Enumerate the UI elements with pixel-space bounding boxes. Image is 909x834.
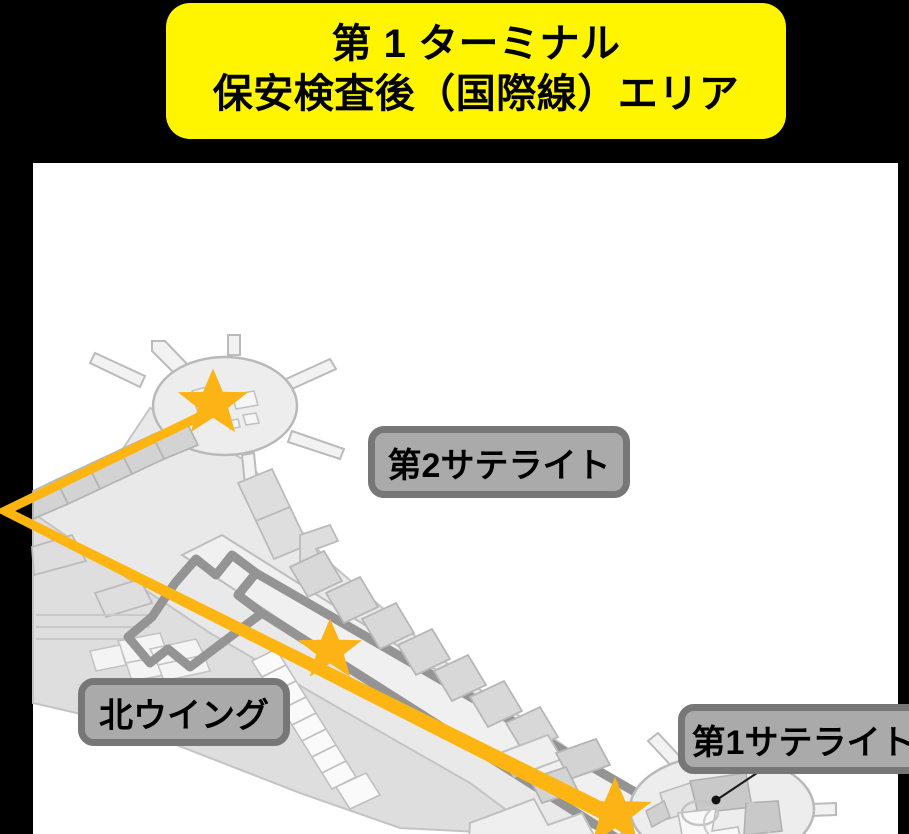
map-label-satellite-2-text: 第2サテライト [387,446,611,485]
terminal-lower-block [32,511,541,834]
satellite-2-body [151,355,299,457]
map-label-satellite-2[interactable]: 第2サテライト [368,426,630,498]
terminal-title-banner: 第 1 ターミナル 保安検査後（国際線）エリア [166,3,786,139]
banner-line-1: 第 1 ターミナル [331,22,621,66]
terminal-floor-lines [36,614,150,640]
map-label-satellite-1-text: 第1サテライト [691,723,909,762]
terminal-map-panel: 第2サテライト 北ウイング 第1サテライト [0,163,909,834]
terminal-small-rooms [88,632,212,682]
star-marker-north-wing [297,618,363,677]
star-marker-satellite-2 [177,368,249,433]
upper-gate-blocks [32,419,200,521]
satellite-2 [88,334,346,497]
satellite-1-leader-line [711,770,761,805]
star-marker-satellite-1 [578,777,652,834]
north-wing-concourse-edge-lower [259,609,619,834]
satellite-1-interior [645,772,783,834]
lower-right-detail [468,733,595,834]
north-wing-concourse-edge-upper [253,569,671,815]
satellite-2-jetbridges [88,334,346,497]
satellite-2-interior [190,384,261,430]
banner-line-2: 保安検査後（国際線）エリア [212,72,740,116]
lower-right-gate-blocks [528,737,612,805]
map-label-satellite-1[interactable]: 第1サテライト [678,704,909,774]
north-wing-gate-boxes [288,549,560,755]
north-wing-concourse-outline [123,550,267,672]
map-label-north-wing[interactable]: 北ウイング [78,678,290,746]
map-label-north-wing-text: 北ウイング [99,696,269,735]
terminal-detail-blocks [31,467,340,619]
